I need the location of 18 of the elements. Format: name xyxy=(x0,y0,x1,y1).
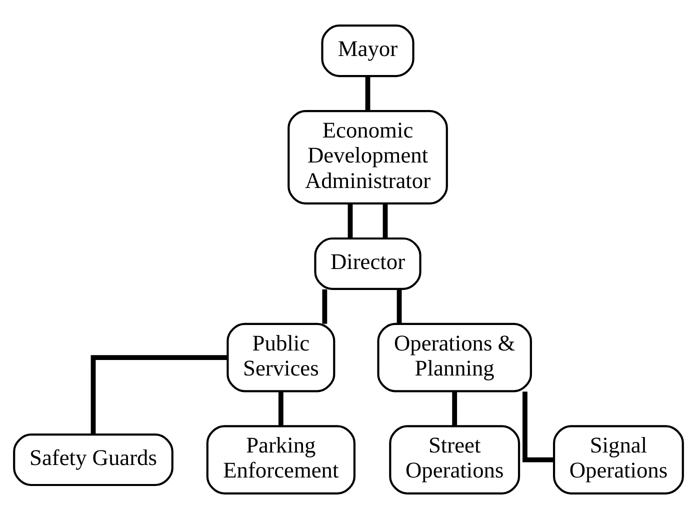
node-box: Safety Guards xyxy=(13,433,174,486)
node-box: Mayor xyxy=(321,24,414,77)
connector xyxy=(90,354,228,434)
node-box: Street Operations xyxy=(389,424,520,494)
node-box: Economic Development Administrator xyxy=(288,110,448,204)
node-box: Public Services xyxy=(226,322,336,392)
node-box: Parking Enforcement xyxy=(206,424,356,494)
node-box: Operations & Planning xyxy=(377,322,532,392)
connector xyxy=(322,288,328,324)
connector xyxy=(522,391,554,462)
connector xyxy=(278,391,284,426)
connector xyxy=(382,203,388,238)
connector xyxy=(348,203,353,238)
node-box: Signal Operations xyxy=(552,424,684,494)
node-box: Director xyxy=(314,236,422,290)
connector xyxy=(365,76,370,110)
connector xyxy=(452,391,458,426)
connector xyxy=(396,288,402,324)
